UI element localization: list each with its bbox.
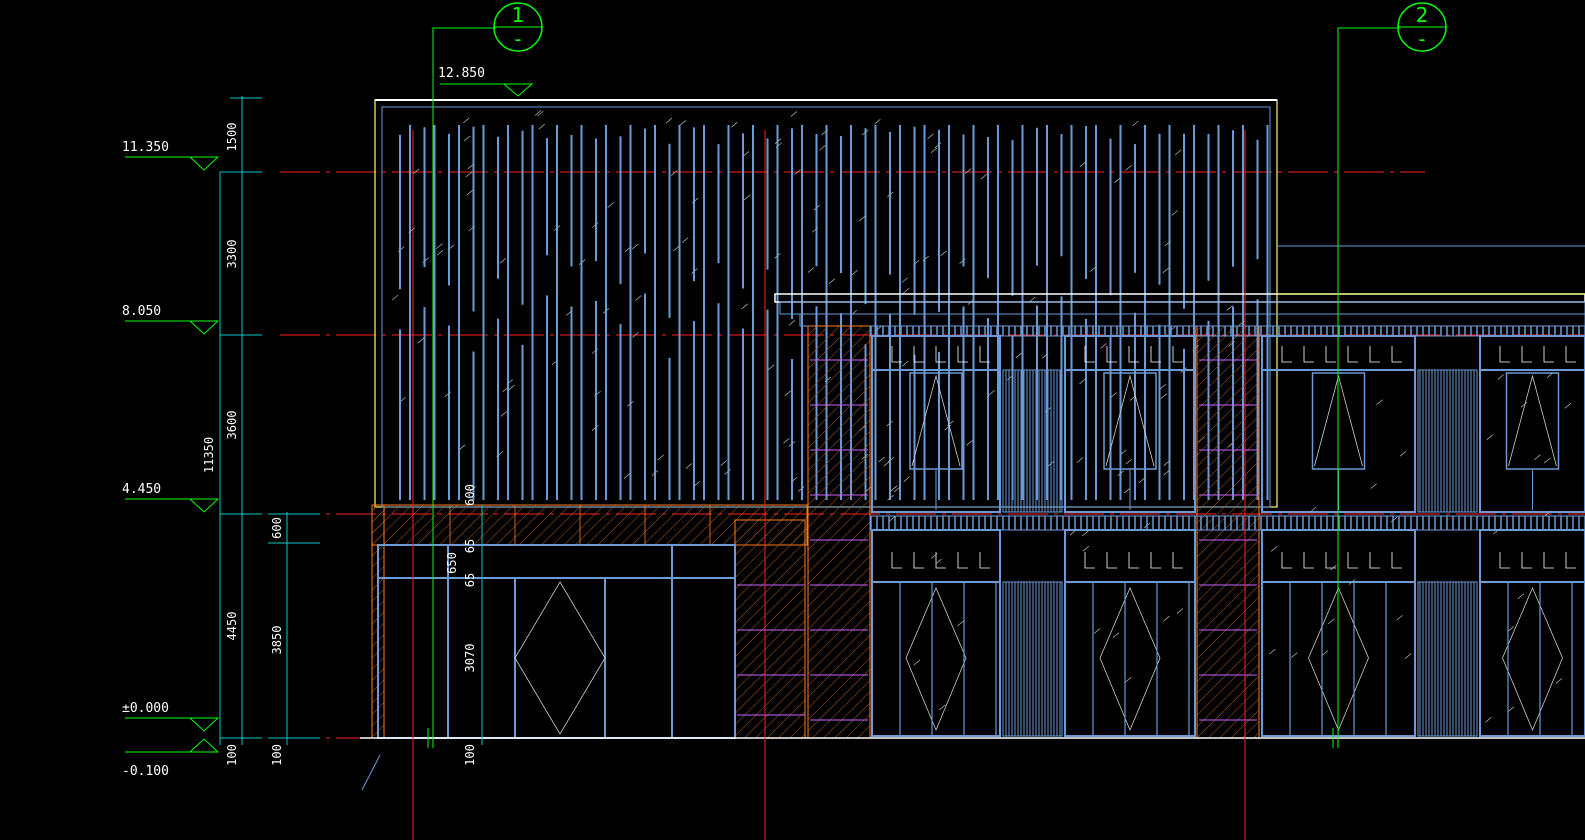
dim-3850: 3850: [270, 626, 284, 655]
dim-65: 65: [463, 539, 477, 553]
elevation-label: ±0.000: [122, 701, 169, 716]
axis-sub: -: [1418, 27, 1425, 51]
right-wing: [869, 325, 1585, 737]
elevation-label: 4.450: [122, 482, 161, 497]
dim-65: 65: [463, 573, 477, 587]
dim-11350: 11350: [202, 437, 216, 473]
elevation-mark-roof[interactable]: 12.850: [438, 66, 534, 97]
elevation-mark-4450[interactable]: 4.450: [122, 482, 220, 513]
axis-number: 2: [1416, 3, 1429, 27]
dim-600: 600: [270, 517, 284, 539]
pilasters: [807, 325, 1260, 739]
dim-600: 600: [463, 484, 477, 506]
dim-3600: 3600: [225, 411, 239, 440]
podium-left: [371, 504, 808, 739]
canopy: [774, 245, 1585, 327]
elevation-label: 8.050: [122, 304, 161, 319]
dim-3070: 3070: [463, 644, 477, 673]
elevation-mark-ground[interactable]: ±0.000 -0.100: [122, 701, 220, 779]
grid-verticals: [412, 130, 1246, 840]
dim-100: 100: [270, 744, 284, 766]
axis-lines: [427, 27, 1398, 748]
elevation-label: 11.350: [122, 140, 169, 155]
dim-100: 100: [463, 744, 477, 766]
elevation-label: 12.850: [438, 66, 485, 81]
dim-650: 650: [445, 552, 459, 574]
dim-3300: 3300: [225, 240, 239, 269]
axis-number: 1: [512, 3, 525, 27]
axis-sub: -: [514, 27, 521, 51]
dim-4450: 4450: [225, 612, 239, 641]
elevation-label: -0.100: [122, 764, 169, 779]
dim-100: 100: [225, 744, 239, 766]
dimension-chains: [219, 96, 483, 745]
dimension-labels: 1500 3300 3600 11350 4450 600 3850 100 1…: [202, 123, 477, 766]
elevation-mark-8050[interactable]: 8.050: [122, 304, 220, 335]
elevation-mark-11350[interactable]: 11.350: [122, 140, 220, 171]
leader-line: [361, 754, 381, 791]
axis-marker-1[interactable]: 1 -: [493, 2, 543, 52]
dim-1500: 1500: [225, 123, 239, 152]
axis-marker-2[interactable]: 2 -: [1397, 2, 1447, 52]
